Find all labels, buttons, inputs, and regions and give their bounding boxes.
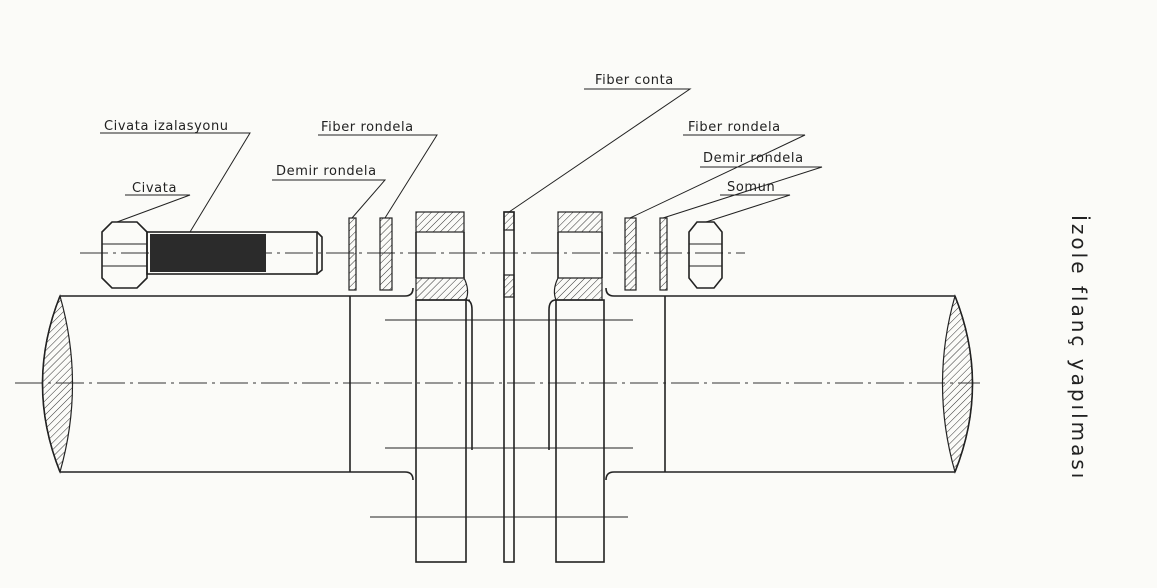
label-demir-rondela-right: Demir rondela [703,151,804,166]
nut [688,221,723,289]
right-iron-washer [659,217,668,291]
leader-lines [100,88,823,233]
bolt [101,221,323,289]
label-somun: Somun [727,180,775,195]
left-iron-washer [348,217,357,291]
right-flange [548,211,666,563]
left-pipe [41,294,351,474]
label-fiber-rondela-left: Fiber rondela [321,120,414,135]
left-flange-top-hatch [415,211,465,233]
right-flange-top-hatch [557,211,603,233]
label-demir-rondela-left: Demir rondela [276,164,377,179]
left-flange [350,211,633,563]
right-fiber-washer [624,217,637,291]
label-civata: Civata [132,181,177,196]
fiber-gasket [503,211,515,563]
bolt-insulation-fill [150,234,266,272]
label-fiber-rondela-right: Fiber rondela [688,120,781,135]
label-civata-izalasyonu: Civata izalasyonu [104,119,229,134]
left-fiber-washer [379,217,393,291]
drawing-title: İzole flanç yapılması [1067,215,1091,481]
right-pipe [665,294,974,474]
label-fiber-conta: Fiber conta [595,73,674,88]
